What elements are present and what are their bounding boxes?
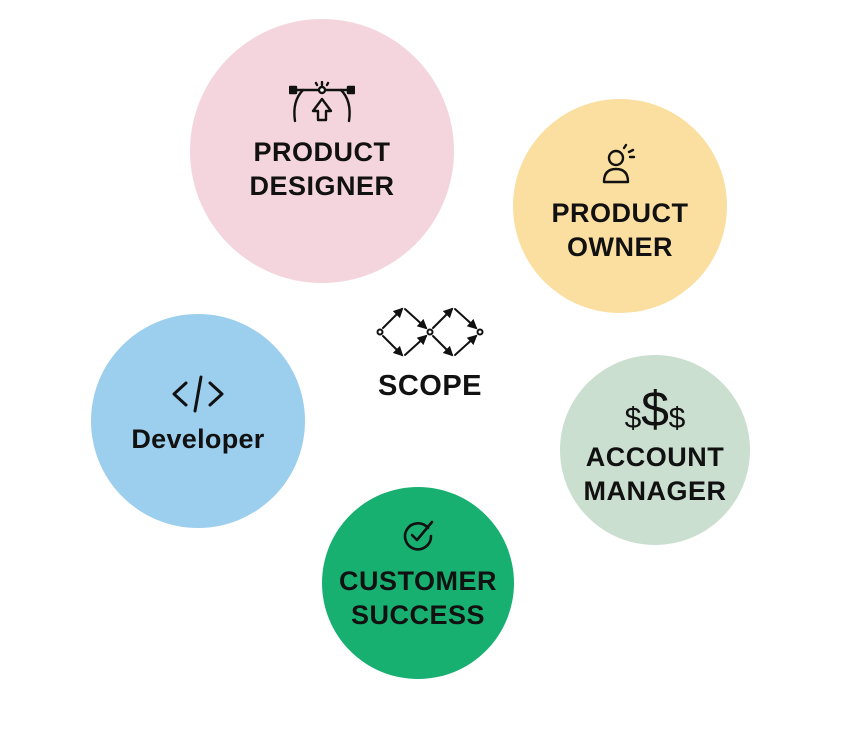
customer-success-circle: CUSTOMER SUCCESS [322, 487, 514, 679]
product-owner-circle: PRODUCT OWNER [513, 99, 727, 313]
person-idea-icon [602, 143, 636, 184]
svg-text:$: $ [625, 402, 642, 435]
product-designer-label-line2: DESIGNER [249, 171, 395, 201]
product-designer-label-line1: PRODUCT [253, 137, 391, 167]
svg-text:$: $ [669, 402, 686, 435]
scope-center: SCOPE [360, 300, 500, 430]
customer-success-label-line1: CUSTOMER [338, 566, 497, 596]
product-owner-label-line2: OWNER [567, 232, 673, 262]
scope-label: SCOPE [377, 370, 483, 402]
svg-text:$: $ [641, 382, 669, 436]
account-manager-label-line1: ACCOUNT [585, 442, 725, 472]
vector-pen-tool-icon [289, 81, 355, 123]
check-target-icon [403, 520, 434, 551]
developer-label: Developer [131, 423, 265, 454]
account-manager-label-line2: MANAGER [583, 476, 727, 506]
workflow-arrows-icon [376, 307, 484, 357]
code-brackets-icon [172, 375, 224, 412]
product-owner-label-line1: PRODUCT [551, 198, 689, 228]
developer-circle: Developer [91, 314, 305, 528]
customer-success-label-line2: SUCCESS [350, 600, 485, 630]
account-manager-circle: $ $ $ ACCOUNT MANAGER [560, 355, 750, 545]
dollar-signs-icon: $ $ $ [625, 382, 686, 436]
product-designer-circle: PRODUCT DESIGNER [190, 19, 454, 283]
